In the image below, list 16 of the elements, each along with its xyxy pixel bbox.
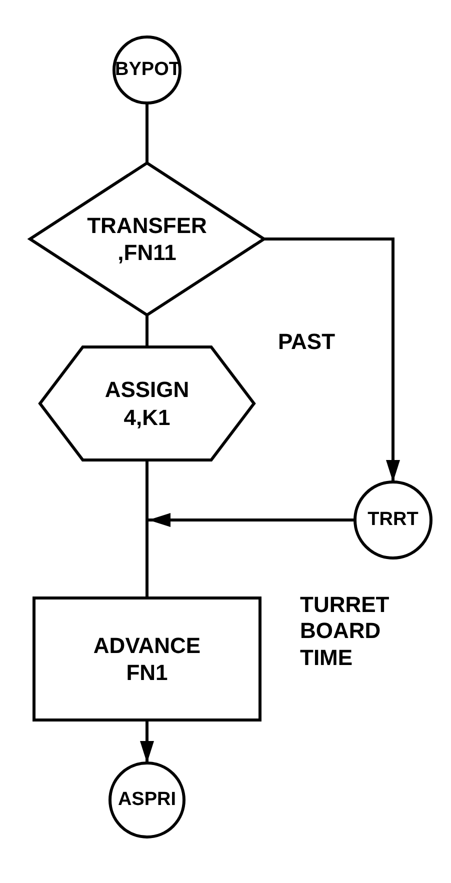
node-caption: TURRET BOARD TIME: [300, 592, 390, 672]
node-label: TRANSFER ,FN11: [86, 212, 208, 266]
connector-arrow: [264, 238, 400, 482]
process-box: [34, 598, 260, 720]
node-label: BYPOT: [115, 58, 179, 82]
node-label: ADVANCE FN1: [92, 632, 202, 686]
connector-arrow: [140, 720, 154, 763]
end-circle: [110, 763, 184, 837]
node-label: TRRT: [366, 508, 420, 532]
connector-circle: [355, 482, 431, 558]
node-label: ASPRI: [116, 788, 178, 812]
connector-arrow: [148, 513, 355, 527]
start-circle: [114, 37, 180, 103]
node-label: ASSIGN 4,K1: [104, 376, 190, 431]
assign-hexagon: [40, 347, 254, 460]
decision-diamond: [30, 163, 264, 315]
